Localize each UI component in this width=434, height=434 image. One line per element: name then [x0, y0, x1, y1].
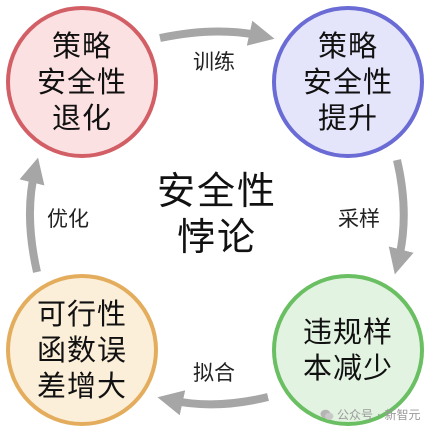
watermark-text: 公众号 · 新智元: [337, 408, 421, 422]
edge-label-optimization: 优化: [47, 207, 89, 231]
center-title-line: 悖论: [176, 215, 257, 259]
node-policy-safety-improvement: 策略 安全性 提升: [272, 6, 424, 158]
edge-label-training: 训练: [193, 50, 235, 74]
arrow-right: [388, 159, 414, 275]
center-title-line: 安全性: [156, 169, 277, 213]
edge-label-fitting: 拟合: [193, 361, 235, 385]
watermark: 公众号 · 新智元: [320, 406, 420, 423]
node-violation-samples-decrease: 违规样 本减少: [272, 274, 424, 426]
node-text-line: 策略: [317, 29, 378, 63]
center-title: 安全性 悖论: [137, 168, 297, 260]
arrow-left: [19, 157, 45, 273]
node-text-line: 提升: [317, 101, 378, 135]
node-text-line: 函数误: [36, 333, 127, 367]
wechat-icon: [320, 409, 334, 420]
node-text-line: 可行性: [36, 297, 127, 331]
node-text-line: 安全性: [302, 65, 393, 99]
node-text-line: 本减少: [302, 351, 393, 385]
node-policy-safety-degradation: 策略 安全性 退化: [6, 6, 158, 158]
node-text-line: 差增大: [36, 369, 127, 403]
node-text-line: 策略: [51, 29, 112, 63]
arrow-bottom: [157, 390, 269, 416]
node-feasibility-function-error-increase: 可行性 函数误 差增大: [6, 274, 158, 426]
edge-label-sampling: 采样: [338, 207, 380, 231]
node-text-line: 退化: [51, 101, 112, 135]
arrow-top: [159, 20, 275, 46]
node-text-line: 违规样: [302, 315, 393, 349]
node-text-line: 安全性: [36, 65, 127, 99]
